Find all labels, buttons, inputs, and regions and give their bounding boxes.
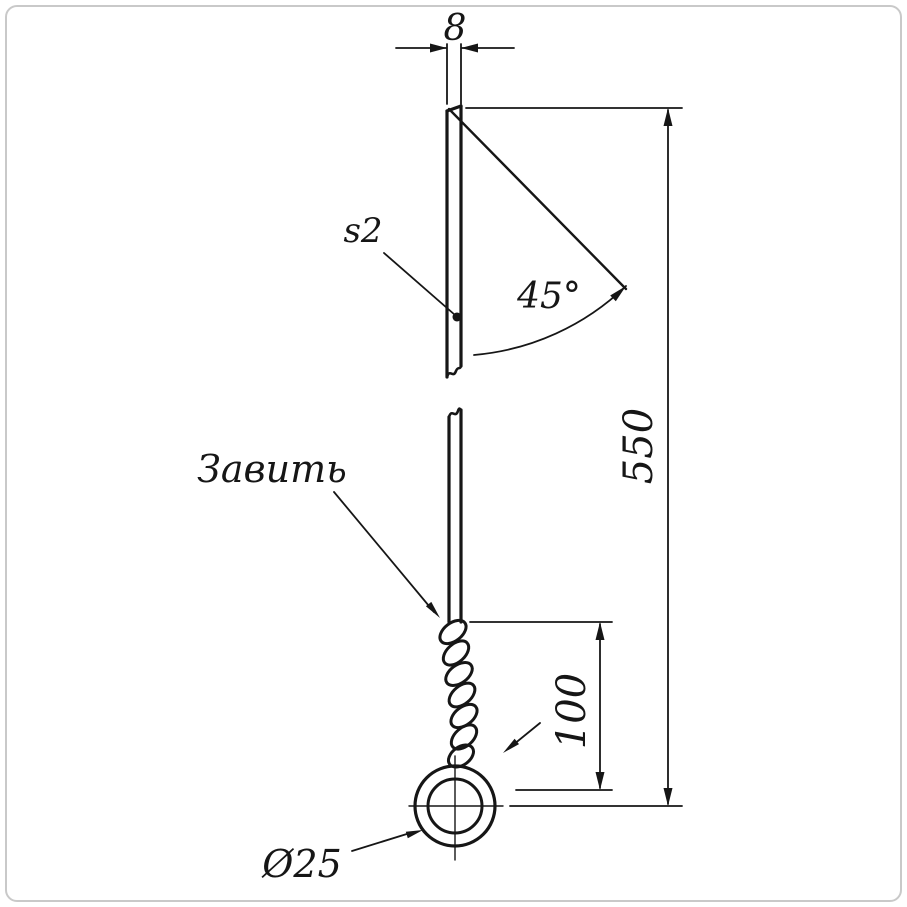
twist-note-label: Завить (197, 447, 347, 491)
overall-length-label: 550 (616, 408, 662, 484)
break-line-upper (445, 364, 463, 379)
twist-turn (438, 618, 468, 646)
twist-turn (444, 661, 474, 687)
chamfer-diagonal-line (447, 107, 628, 291)
twist-length-label: 100 (549, 673, 595, 749)
labels: 8 s2 45° 550 Завить 100 Ø25 (197, 8, 662, 886)
arrowheads (405, 43, 673, 839)
drawing-lines (333, 43, 683, 861)
arrow-width-left (430, 43, 447, 53)
arrow-diameter (405, 830, 423, 839)
thickness-label: s2 (343, 211, 382, 251)
arrow-twist-end (503, 738, 519, 753)
twist-turn (449, 723, 479, 751)
ring-diameter-label: Ø25 (261, 842, 342, 886)
dim-width-label: 8 (444, 8, 467, 49)
leader-line-twist-note (333, 491, 435, 613)
arrow-550-bottom (663, 788, 673, 806)
angle-label: 45° (516, 276, 581, 317)
arrow-100-top (595, 622, 605, 640)
arrow-width-right (461, 43, 478, 53)
twisted-section (438, 618, 479, 769)
leader-line-diameter (351, 832, 411, 852)
leader-line-s2 (383, 252, 456, 316)
arrow-100-bottom (595, 772, 605, 790)
angle-arc (473, 285, 627, 356)
leader-dot-s2 (452, 312, 462, 322)
arrow-angle-arc (610, 286, 626, 302)
break-line-lower (447, 407, 463, 419)
arrow-twist-note (425, 601, 440, 618)
arrow-550-top (663, 108, 673, 126)
twist-turn (446, 743, 476, 769)
twist-turn (449, 702, 479, 730)
twist-turn (441, 639, 471, 667)
twist-turn (447, 681, 477, 709)
